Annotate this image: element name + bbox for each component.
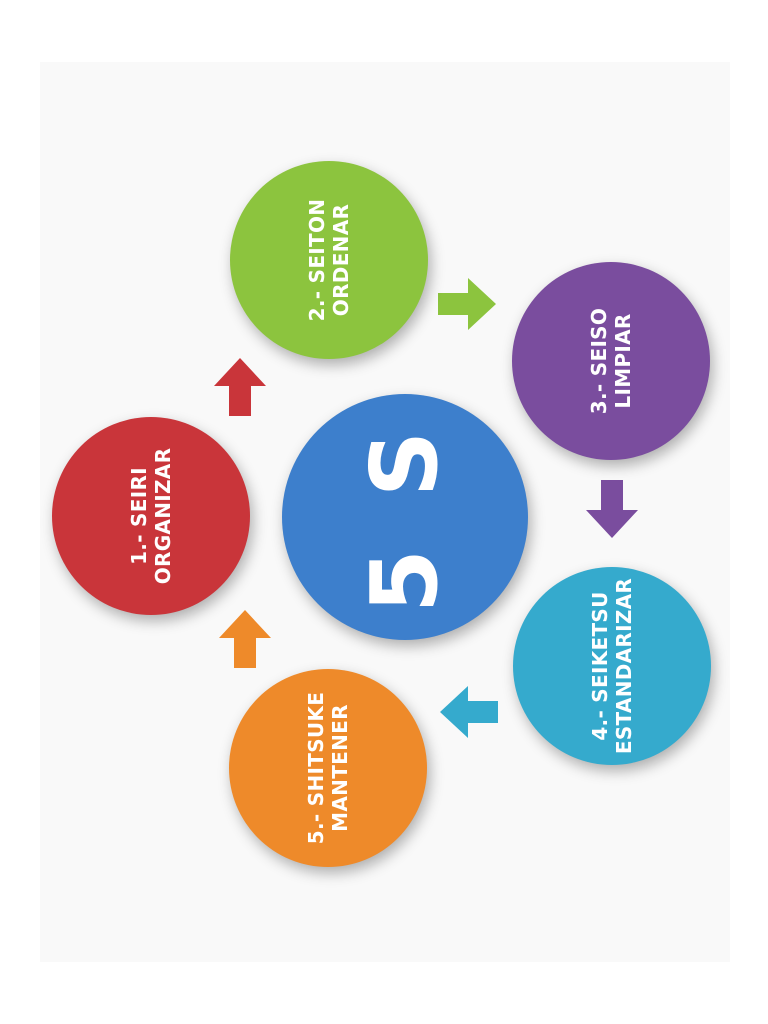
step-meaning: LIMPIAR — [611, 313, 635, 409]
arrow-shape — [219, 610, 271, 668]
step-circle-seiri: 1.- SEIRI ORGANIZAR — [52, 417, 250, 615]
arrow-shape — [586, 480, 638, 538]
step-meaning: ESTANDARIZAR — [612, 577, 636, 755]
step-label-seiketsu: 4.- SEIKETSU ESTANDARIZAR — [588, 578, 636, 754]
step-label-seiri: 1.- SEIRI ORGANIZAR — [127, 448, 175, 585]
step-label-seiso: 3.- SEISO LIMPIAR — [587, 308, 635, 414]
step-meaning: ORGANIZAR — [151, 447, 175, 585]
step-label-shitsuke: 5.- SHITSUKE MANTENER — [304, 692, 352, 844]
step-name: 5.- SHITSUKE — [304, 691, 328, 845]
arrow-shape — [440, 686, 498, 738]
step-meaning: MANTENER — [328, 704, 352, 832]
arrow-seiketsu-to-shitsuke — [440, 686, 498, 738]
step-name: 1.- SEIRI — [127, 467, 151, 565]
arrow-shape — [438, 278, 496, 330]
arrow-shape — [214, 358, 266, 416]
center-title: 5 S — [351, 420, 458, 614]
arrow-seiso-to-seiketsu — [586, 480, 638, 538]
center-circle-5s: 5 S — [282, 394, 528, 640]
arrow-seiri-to-seiton — [214, 358, 266, 416]
step-circle-seiso: 3.- SEISO LIMPIAR — [512, 262, 710, 460]
arrow-seiton-to-seiso — [438, 278, 496, 330]
step-name: 4.- SEIKETSU — [588, 591, 612, 741]
step-circle-seiton: 2.- SEITON ORDENAR — [230, 161, 428, 359]
step-circle-seiketsu: 4.- SEIKETSU ESTANDARIZAR — [513, 567, 711, 765]
step-meaning: ORDENAR — [329, 203, 353, 317]
arrow-shitsuke-to-seiri — [219, 610, 271, 668]
step-circle-shitsuke: 5.- SHITSUKE MANTENER — [229, 669, 427, 867]
step-label-seiton: 2.- SEITON ORDENAR — [305, 199, 353, 322]
step-name: 3.- SEISO — [587, 307, 611, 415]
step-name: 2.- SEITON — [305, 198, 329, 322]
